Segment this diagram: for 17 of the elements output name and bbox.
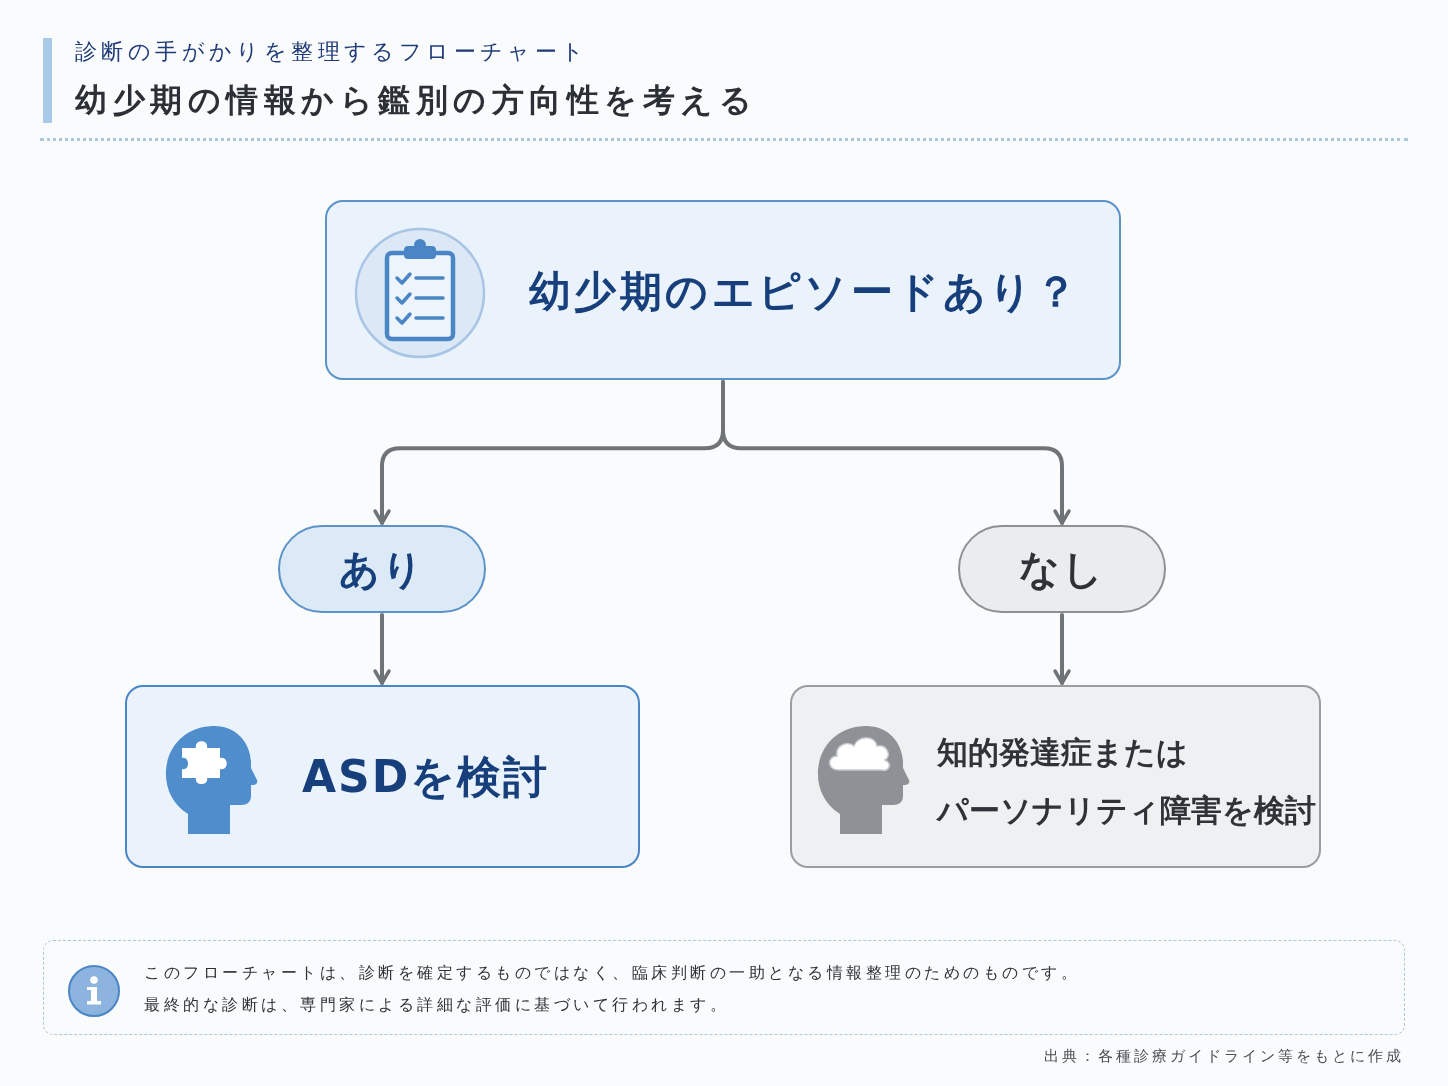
subtitle: 診断の手がかりを整理するフローチャート <box>75 39 589 66</box>
arrow <box>373 613 391 685</box>
result-text: ASDを検討 <box>302 751 550 804</box>
question-box <box>325 200 1121 380</box>
arrow <box>1053 613 1071 685</box>
title: 幼少期の情報から鑑別の方向性を考える <box>75 81 757 120</box>
source-note: 出典：各種診療ガイドライン等をもとに作成 <box>1044 1047 1404 1065</box>
question-text: 幼少期のエピソードあり？ <box>529 267 1081 318</box>
result-box <box>790 685 1321 868</box>
note-text: 最終的な診断は、専門家による詳細な評価に基づいて行われます。 <box>144 995 729 1015</box>
answer-label: なし <box>1019 545 1105 593</box>
note-box <box>43 940 1405 1035</box>
arrow <box>721 380 1071 525</box>
result-box <box>125 685 640 868</box>
answer-label: あり <box>339 545 425 593</box>
result-text: 知的発達症またはパーソナリティ障害を検討 <box>937 733 1317 830</box>
note-text: このフローチャートは、診断を確定するものではなく、臨床判断の一助となる情報整理のためのものです。 <box>144 963 1080 983</box>
